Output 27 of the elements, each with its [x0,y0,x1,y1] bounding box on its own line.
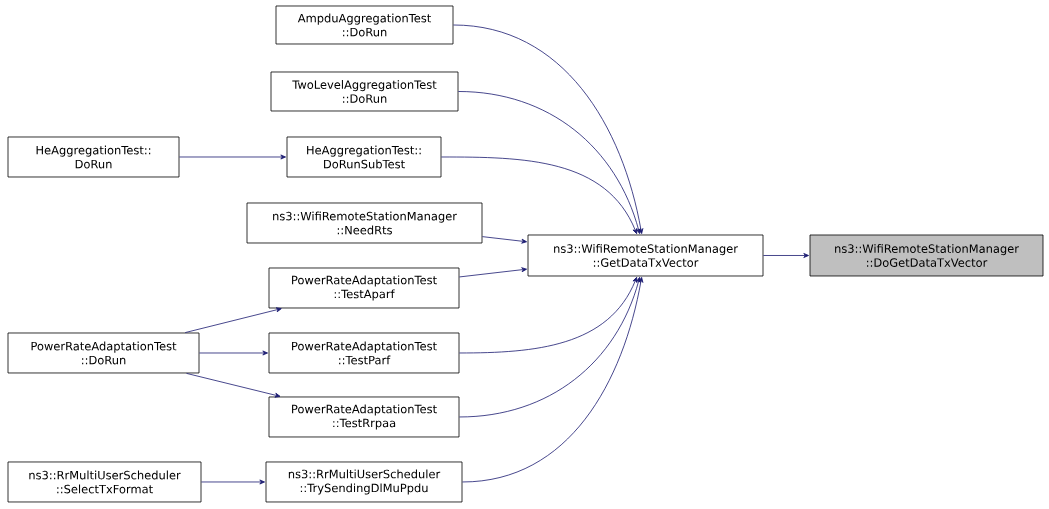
function-box: PowerRateAdaptationTest ::TestAparf [268,267,460,309]
call-arrow [459,267,527,278]
function-box: ns3::RrMultiUserScheduler ::SelectTxFormat [7,461,202,503]
call-arrow [441,156,638,235]
call-arrow [186,373,281,398]
function-box: HeAggregationTest:: DoRunSubTest [286,136,442,178]
call-arrow [179,154,286,160]
function-box: ns3::WifiRemoteStationManager ::NeedRts [246,202,483,244]
call-arrow [763,253,809,258]
function-box: AmpduAggregationTest ::DoRun [275,5,454,45]
call-arrow [462,277,644,483]
call-arrow [459,276,641,418]
function-box: TwoLevelAggregationTest ::DoRun [270,71,459,112]
call-arrow [453,24,644,234]
function-box: PowerRateAdaptationTest ::DoRun [7,332,200,374]
function-box: ns3::WifiRemoteStationManager ::DoGetDataTxVector [809,234,1044,277]
call-arrow [482,236,527,244]
function-box: PowerRateAdaptationTest ::TestRrpaa [268,396,460,438]
function-box: PowerRateAdaptationTest ::TestParf [268,332,460,374]
function-box: ns3::WifiRemoteStationManager ::GetDataTxVector [527,234,764,277]
call-arrow [458,91,641,234]
function-box: ns3::RrMultiUserScheduler ::TrySendingDlMuPpdu [265,461,463,503]
function-box: HeAggregationTest:: DoRun [7,136,180,178]
call-arrow [199,350,268,356]
call-arrow [201,479,265,485]
call-arrow [184,307,282,333]
call-arrow [459,276,638,354]
